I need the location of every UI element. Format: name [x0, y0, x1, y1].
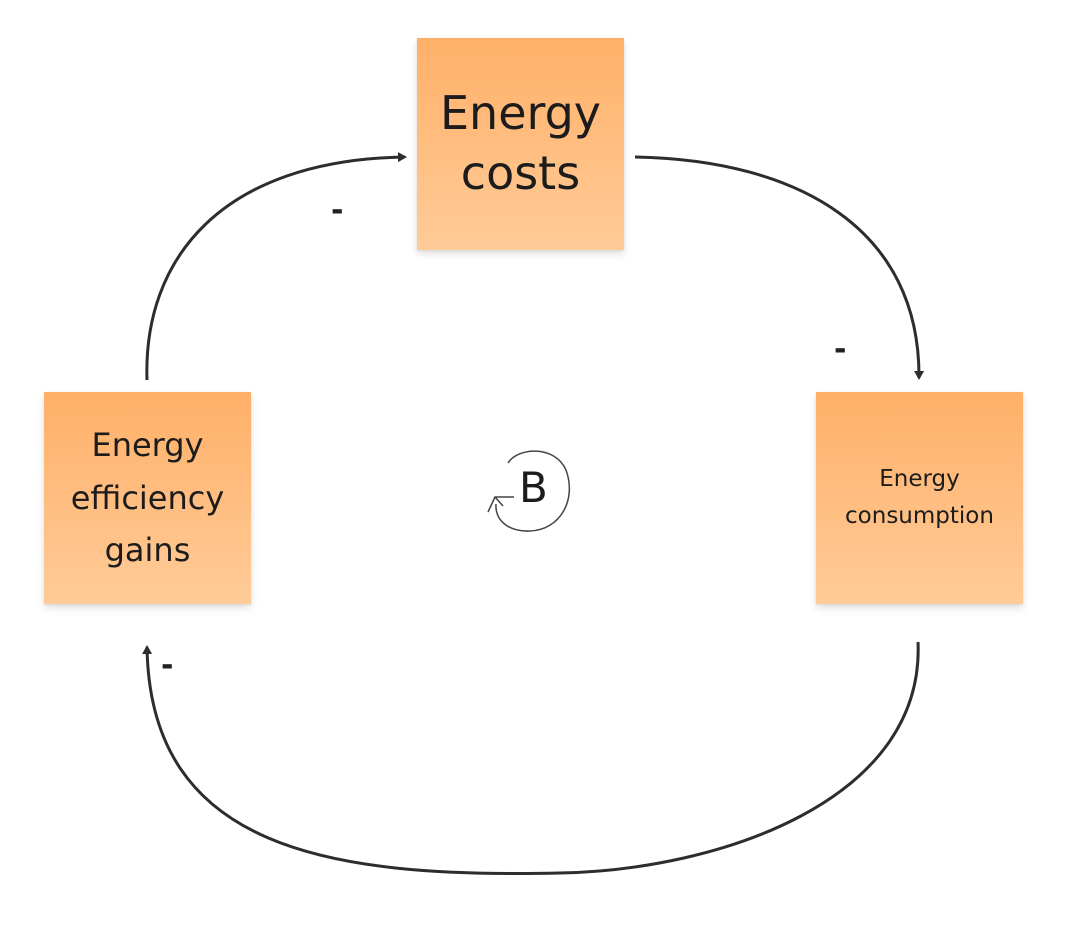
- note-energy-consumption[interactable]: Energy consumption: [816, 392, 1023, 604]
- note-energy-costs-text: Energy costs: [439, 86, 602, 200]
- note-energy-efficiency-gains-text: Energy efficiency gains: [70, 425, 225, 570]
- polarity-costs-to-consumption: -: [834, 332, 847, 367]
- note-energy-costs[interactable]: Energy costs: [417, 38, 624, 250]
- note-energy-efficiency-gains[interactable]: Energy efficiency gains: [44, 392, 251, 604]
- balancing-loop-label: B: [519, 463, 548, 512]
- counterclockwise-loop-icon: [487, 450, 571, 532]
- note-energy-consumption-text: Energy consumption: [845, 466, 994, 529]
- polarity-consumption-to-efficiency: -: [161, 648, 174, 683]
- arrow-costs-to-consumption[interactable]: [634, 155, 925, 380]
- polarity-efficiency-to-costs: -: [331, 193, 344, 228]
- arrow-consumption-to-efficiency[interactable]: [142, 641, 920, 875]
- arrow-efficiency-to-costs[interactable]: [145, 152, 407, 381]
